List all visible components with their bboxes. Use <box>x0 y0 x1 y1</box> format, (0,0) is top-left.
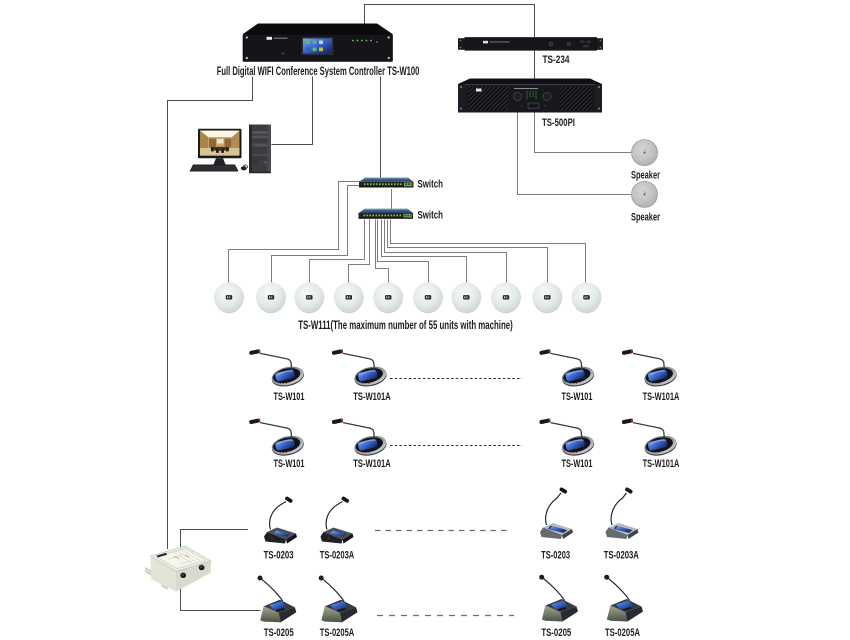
svg-text:TS-W101: TS-W101 <box>274 458 305 470</box>
svg-text:TS-W111(The maximum number of: TS-W111(The maximum number of 55 units w… <box>298 319 512 332</box>
svg-text:TS-W101A: TS-W101A <box>353 458 391 471</box>
svg-text:TS-0205A: TS-0205A <box>605 627 640 640</box>
svg-text:TS-0203A: TS-0203A <box>320 549 355 562</box>
svg-text:TS-0203: TS-0203 <box>264 549 294 562</box>
svg-text:TS-0203: TS-0203 <box>541 549 570 562</box>
svg-text:Speaker: Speaker <box>631 168 660 181</box>
svg-text:TS-0205A: TS-0205A <box>320 627 355 640</box>
svg-text:TS-0205: TS-0205 <box>541 627 572 640</box>
svg-text:TS-W101: TS-W101 <box>274 391 305 403</box>
svg-text:TS-W101: TS-W101 <box>562 458 593 470</box>
svg-text:Switch: Switch <box>418 179 444 192</box>
svg-text:Switch: Switch <box>418 209 444 222</box>
svg-text:TS-500PI: TS-500PI <box>542 117 575 130</box>
svg-text:Full Digital WIFI Conference S: Full Digital WIFI Conference System Cont… <box>217 65 420 78</box>
svg-text:TS-W101A: TS-W101A <box>353 391 391 404</box>
svg-text:TS-0205: TS-0205 <box>264 627 295 640</box>
svg-text:TS-W101A: TS-W101A <box>643 391 680 403</box>
svg-text:TS-234: TS-234 <box>543 54 570 66</box>
svg-text:TS-0203A: TS-0203A <box>604 549 639 562</box>
svg-text:Speaker: Speaker <box>631 210 660 223</box>
svg-text:TS-W101: TS-W101 <box>562 391 593 403</box>
svg-text:TS-W101A: TS-W101A <box>643 458 680 470</box>
